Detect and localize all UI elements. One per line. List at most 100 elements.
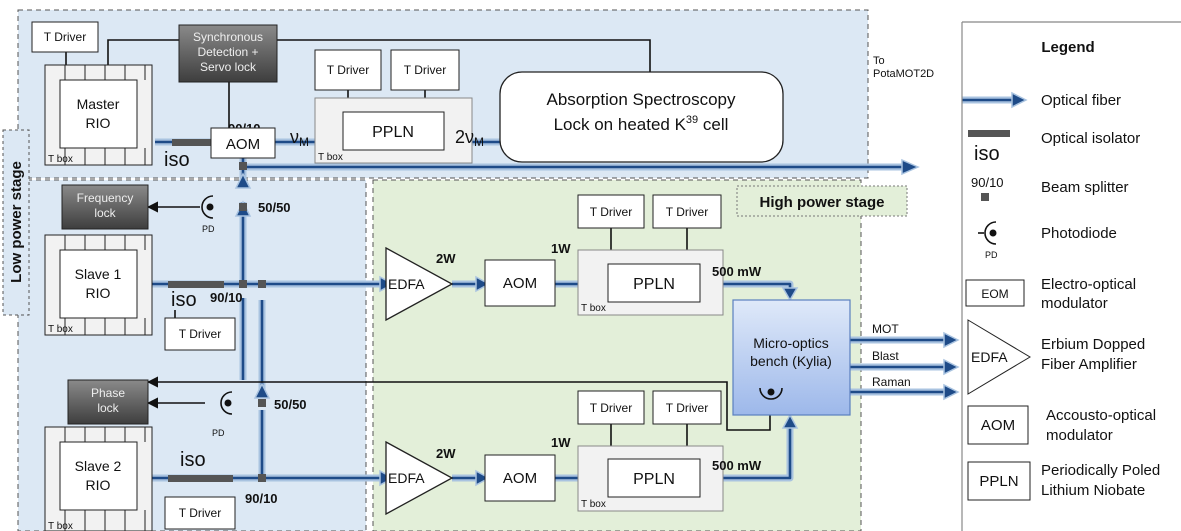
- svg-text:modulator: modulator: [1041, 295, 1108, 312]
- svg-text:T box: T box: [48, 521, 73, 531]
- svg-text:Phase: Phase: [91, 386, 125, 400]
- sync-detection-box: Synchronous Detection + Servo lock: [178, 24, 278, 83]
- svg-text:Periodically Poled: Periodically Poled: [1041, 462, 1160, 479]
- svg-text:T Driver: T Driver: [590, 205, 632, 219]
- phase-lock-box: Phase lock: [67, 379, 149, 425]
- t-driver-slave1: T Driver: [164, 317, 236, 351]
- svg-text:Absorption Spectroscopy: Absorption Spectroscopy: [547, 90, 736, 109]
- svg-text:Frequency: Frequency: [77, 191, 134, 205]
- t-driver-ppln-1b: T Driver: [652, 194, 722, 229]
- power-2w-2: 2W: [436, 446, 456, 461]
- svg-text:RIO: RIO: [86, 115, 111, 131]
- t-driver-ppln-top-1: T Driver: [314, 49, 382, 91]
- svg-text:Master: Master: [77, 96, 120, 112]
- t-driver-ppln-1a: T Driver: [577, 194, 645, 229]
- svg-text:RIO: RIO: [86, 477, 111, 493]
- svg-text:RIO: RIO: [86, 285, 111, 301]
- svg-text:PD: PD: [212, 428, 225, 438]
- svg-text:T Driver: T Driver: [179, 327, 221, 341]
- legend-panel: Legend Optical fiber iso Optical isolato…: [961, 21, 1181, 531]
- svg-text:bench (Kylia): bench (Kylia): [750, 353, 832, 369]
- photodiode-freq: PD: [201, 195, 215, 234]
- aom-1: AOM: [484, 259, 556, 307]
- svg-text:T Driver: T Driver: [327, 63, 369, 77]
- svg-text:Electro-optical: Electro-optical: [1041, 276, 1136, 293]
- legend-photodiode-icon: PD: [978, 221, 998, 260]
- frequency-lock-box: Frequency lock: [61, 184, 149, 230]
- svg-text:T Driver: T Driver: [666, 401, 708, 415]
- svg-text:EOM: EOM: [981, 287, 1008, 301]
- t-driver-master: T Driver: [31, 21, 99, 53]
- svg-text:Slave 1: Slave 1: [75, 266, 122, 282]
- svg-text:T Driver: T Driver: [590, 401, 632, 415]
- svg-text:AOM: AOM: [981, 417, 1015, 434]
- legend-splitter-icon: [981, 193, 989, 201]
- legend-photodiode: Photodiode: [1041, 225, 1117, 242]
- svg-text:T Driver: T Driver: [404, 63, 446, 77]
- svg-text:AOM: AOM: [503, 275, 537, 292]
- splitter-slave2: [258, 474, 266, 482]
- svg-text:PD: PD: [985, 250, 998, 260]
- t-driver-ppln-top-2: T Driver: [390, 49, 460, 91]
- svg-text:AOM: AOM: [503, 470, 537, 487]
- svg-text:Erbium Dopped: Erbium Dopped: [1041, 336, 1145, 353]
- slave1-rio-tbox: Slave 1 RIO T box: [44, 234, 153, 336]
- svg-text:Slave 2: Slave 2: [75, 458, 122, 474]
- power-500mw-2: 500 mW: [712, 458, 762, 473]
- svg-text:T Driver: T Driver: [179, 506, 221, 520]
- svg-text:Synchronous: Synchronous: [193, 30, 263, 44]
- split-label-slave1: 90/10: [210, 290, 243, 305]
- svg-text:EDFA: EDFA: [971, 349, 1008, 365]
- to-potamot-label-2: PotaMOT2D: [873, 68, 934, 80]
- legend-edfa-icon: [967, 319, 1031, 395]
- output-mot: MOT: [872, 322, 899, 336]
- power-1w-2: 1W: [551, 435, 571, 450]
- svg-text:modulator: modulator: [1046, 427, 1113, 444]
- legend-optical-fiber: Optical fiber: [1041, 92, 1121, 109]
- svg-text:AOM: AOM: [226, 136, 260, 153]
- splitter-slave1-a: [239, 280, 247, 288]
- t-driver-ppln-2b: T Driver: [652, 390, 722, 425]
- svg-text:EDFA: EDFA: [388, 470, 425, 486]
- split-label-50-top: 50/50: [258, 200, 291, 215]
- nu-m-label: νM: [290, 127, 309, 149]
- t-driver-ppln-2a: T Driver: [577, 390, 645, 425]
- split-label-slave2: 90/10: [245, 491, 278, 506]
- svg-text:PPLN: PPLN: [633, 276, 675, 293]
- legend-isolator-icon: [968, 130, 1010, 137]
- aom-master: AOM: [210, 127, 276, 159]
- svg-text:Lithium Niobate: Lithium Niobate: [1041, 482, 1145, 499]
- splitter-tap: [239, 162, 247, 170]
- t-driver-slave2: T Driver: [164, 496, 236, 530]
- svg-text:90/10: 90/10: [971, 175, 1004, 190]
- power-1w-1: 1W: [551, 241, 571, 256]
- isolator-master: [172, 139, 214, 146]
- svg-text:Servo lock: Servo lock: [200, 60, 257, 74]
- svg-text:Detection +: Detection +: [197, 45, 258, 59]
- legend-aom-icon: [967, 405, 1029, 445]
- legend-ppln-icon: [967, 461, 1031, 501]
- splitter-50-50-top: [239, 203, 247, 211]
- ppln-top-tbox: PPLN T box: [314, 97, 473, 164]
- svg-text:PPLN: PPLN: [979, 473, 1018, 490]
- micro-optics-bench: Micro-optics bench (Kylia): [732, 299, 851, 416]
- isolator-slave2: [168, 475, 233, 482]
- svg-text:T box: T box: [48, 324, 73, 335]
- power-500mw-1: 500 mW: [712, 264, 762, 279]
- svg-text:T box: T box: [48, 154, 73, 165]
- two-nu-m-label: 2νM: [455, 127, 484, 149]
- edfa-2: EDFA: [385, 440, 454, 516]
- ppln-2-tbox: PPLN T box: [577, 445, 724, 512]
- iso-label-slave2: iso: [180, 449, 206, 471]
- absorption-spectroscopy-box: Absorption Spectroscopy Lock on heated K…: [499, 71, 784, 163]
- legend-title: Legend: [1041, 39, 1094, 56]
- svg-text:PD: PD: [202, 224, 215, 234]
- svg-text:Micro-optics: Micro-optics: [753, 335, 828, 351]
- split-label-50-bottom: 50/50: [274, 397, 307, 412]
- svg-text:T box: T box: [581, 499, 606, 510]
- svg-text:EDFA: EDFA: [388, 276, 425, 292]
- svg-text:PPLN: PPLN: [633, 471, 675, 488]
- ppln-1-tbox: PPLN T box: [577, 249, 724, 316]
- photodiode-phase: PD: [212, 391, 233, 438]
